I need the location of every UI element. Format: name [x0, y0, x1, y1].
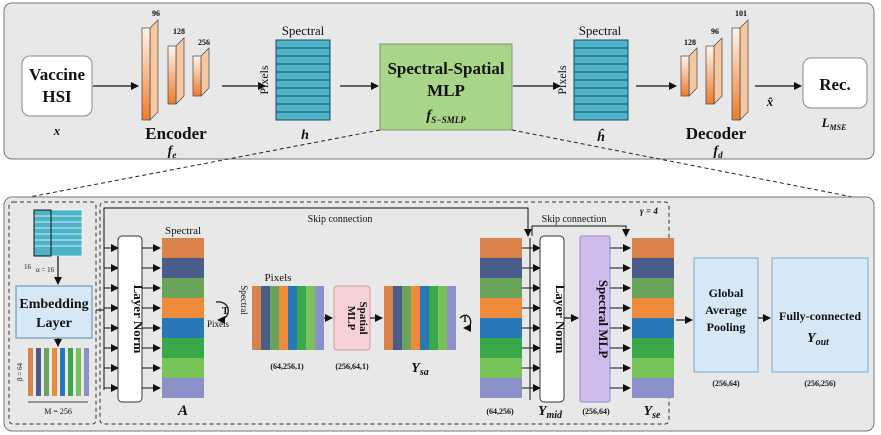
- mlp-line2: MLP: [427, 81, 465, 100]
- encoder-label: Encoder: [145, 124, 207, 143]
- gap-line2: Average: [705, 303, 747, 317]
- hhat-spectral-label: Spectral: [579, 23, 622, 38]
- reconstruction-box: [802, 57, 868, 109]
- alpha-label: α = 16: [36, 266, 55, 274]
- arrows-layernorm1-to-A: [142, 244, 161, 392]
- decoder-symbol: fd: [713, 144, 723, 160]
- xhat-symbol: x̂: [766, 94, 774, 109]
- pixels-rot-label: Pixels: [207, 319, 230, 329]
- mse-loss-symbol: LMSE: [821, 115, 847, 132]
- encoder-symbol: fe: [168, 144, 177, 160]
- global-average-pooling-box: [693, 257, 759, 373]
- Yse-stack: [632, 238, 674, 398]
- embedding-label2: Layer: [36, 316, 72, 331]
- transposed-stack-1: [252, 286, 324, 350]
- gap-shape: (256,64): [712, 379, 740, 388]
- shape-256-64-1: (256,64,1): [335, 362, 369, 371]
- shape-256-64: (256,64): [582, 407, 610, 416]
- m-label: M = 256: [44, 407, 72, 416]
- decoder-label: Decoder: [686, 124, 747, 143]
- decoder-dim-128: 128: [684, 38, 696, 47]
- input-patch-grid: [33, 209, 83, 257]
- rec-label: Rec.: [819, 75, 851, 94]
- fully-connected-box: [771, 257, 869, 373]
- Ysa-stack: [384, 286, 456, 350]
- zoom-line-left: [13, 129, 381, 201]
- decoder: [680, 19, 749, 121]
- gap-line1: Global: [709, 286, 744, 300]
- latent-hhat-grid: [573, 39, 629, 121]
- embedding-layer-box: [15, 285, 93, 339]
- A-symbol: A: [177, 403, 188, 419]
- beta-label: β = 64: [16, 362, 24, 381]
- spatial-mlp-label: SpatialMLP: [345, 301, 369, 334]
- vaccine-hsi-box: [21, 55, 93, 117]
- fc-label: Fully-connected: [779, 309, 861, 323]
- skip-connection-2: [531, 225, 630, 237]
- arrows-to-layernorm1: [104, 244, 119, 392]
- input-line2: HSI: [42, 87, 72, 106]
- h-symbol: h: [301, 128, 309, 143]
- A-token-stack: [162, 238, 204, 398]
- Ysa-symbol: Ysa: [411, 361, 428, 378]
- arrows-spectral-mlp-to-yse: [610, 244, 631, 392]
- spectral-mlp-label: Spectral MLP: [596, 280, 611, 358]
- embedding-block: [8, 201, 97, 425]
- dim-16-label: 16: [24, 263, 32, 271]
- h-pixels-label: Pixels: [257, 65, 271, 95]
- encoder: [141, 19, 210, 121]
- layer-norm-2: [539, 235, 565, 403]
- shape-64-256-1: (64,256,1): [270, 362, 304, 371]
- mlp-line1: Spectral-Spatial: [387, 59, 504, 78]
- latent-h-grid: [275, 39, 331, 121]
- spectral-spatial-mlp-box: [379, 43, 513, 131]
- transpose1-arrow: [215, 301, 229, 324]
- input-line1: Vaccine: [29, 65, 85, 84]
- decoder-dim-101: 101: [735, 9, 747, 18]
- zoom-line-right: [511, 129, 869, 201]
- encoder-dim-128: 128: [173, 27, 185, 36]
- pixels-label: Pixels: [265, 272, 292, 284]
- gamma-label: γ = 4: [640, 206, 658, 216]
- transpose2-symbol: T: [462, 314, 468, 324]
- input-symbol: x: [53, 123, 61, 138]
- gap-line3: Pooling: [707, 320, 746, 334]
- Ymid-stack: [480, 238, 522, 398]
- skip2-label: Skip connection: [542, 214, 607, 225]
- encoder-dim-96: 96: [152, 9, 160, 18]
- skip-connection-1: [103, 207, 532, 238]
- transpose2-arrow: [459, 314, 472, 332]
- h-spectral-label: Spectral: [282, 23, 325, 38]
- spectral-mlp-box: [579, 235, 611, 403]
- hhat-pixels-label: Pixels: [555, 65, 569, 95]
- A-spectral-label: Spectral: [165, 225, 201, 237]
- transpose1-symbol: T: [222, 306, 229, 317]
- encoder-dim-256: 256: [198, 38, 210, 47]
- layernorm2-label: Layer Norm: [553, 285, 568, 354]
- mlp-symbol: fS−SMLP: [426, 108, 466, 125]
- arrows-ymid-to-layernorm2: [522, 244, 541, 392]
- hhat-symbol: ĥ: [597, 127, 605, 145]
- Yout-symbol: Yout: [807, 331, 830, 348]
- decoder-dim-96: 96: [711, 27, 719, 36]
- spectral-rot-label: Spectral: [239, 285, 249, 315]
- shape-64-256: (64,256): [486, 407, 514, 416]
- skip1-label: Skip connection: [308, 214, 373, 225]
- embedding-label1: Embedding: [19, 297, 88, 312]
- fc-shape: (256,256): [804, 379, 836, 388]
- Ymid-symbol: Ymid: [538, 404, 563, 421]
- token-bars: [28, 348, 89, 396]
- layer-norm-1: [117, 235, 143, 403]
- Yse-symbol: Yse: [644, 404, 661, 421]
- layernorm1-label: Layer Norm: [131, 285, 146, 354]
